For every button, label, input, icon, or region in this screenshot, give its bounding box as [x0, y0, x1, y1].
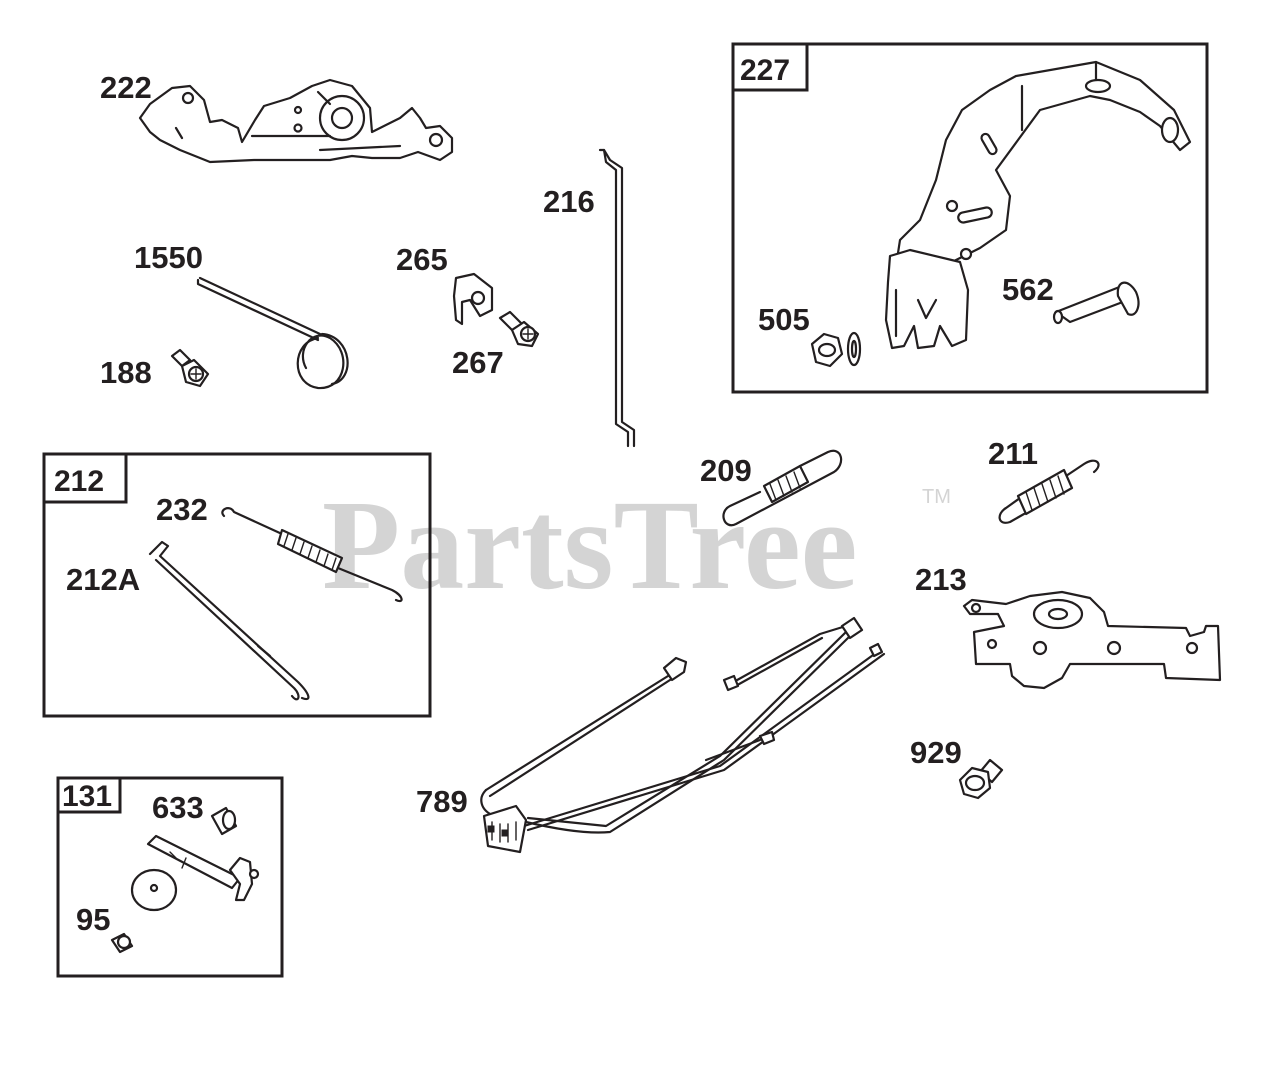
callout-212a: 212A: [66, 562, 140, 597]
callout-789: 789: [416, 784, 468, 819]
box-212-label: 212: [54, 465, 104, 498]
part-227-throttle-bracket[interactable]: [884, 60, 1192, 350]
box-131: 131: [56, 776, 284, 978]
callout-633: 633: [152, 790, 204, 825]
part-505-nut-washer[interactable]: [810, 331, 862, 368]
callout-267: 267: [452, 345, 504, 380]
part-131-choke-shaft[interactable]: [130, 834, 260, 912]
callout-211: 211: [988, 436, 1038, 471]
part-789-wire-harness[interactable]: [480, 616, 886, 854]
box-212: 212: [42, 452, 432, 718]
watermark-text: PartsTree: [322, 474, 857, 616]
part-188-screw[interactable]: [170, 348, 210, 388]
callout-188: 188: [100, 355, 152, 390]
callout-1550: 1550: [134, 240, 203, 275]
callout-232: 232: [156, 492, 208, 527]
callout-265: 265: [396, 242, 448, 277]
watermark: PartsTree TM: [322, 474, 951, 616]
part-216-rod[interactable]: [598, 148, 636, 448]
part-213-pulley-bracket[interactable]: [962, 590, 1222, 690]
box-227: 227: [731, 42, 1209, 394]
part-95-screw[interactable]: [110, 932, 134, 954]
callout-562: 562: [1002, 272, 1054, 307]
callout-216: 216: [543, 184, 595, 219]
box-131-label: 131: [62, 780, 112, 813]
callout-209: 209: [700, 453, 752, 488]
part-265-clip[interactable]: [452, 272, 494, 326]
part-1550-spring-link[interactable]: [196, 276, 349, 390]
callout-95: 95: [76, 902, 110, 937]
part-211-spring[interactable]: [998, 459, 1100, 524]
callout-213: 213: [915, 562, 967, 597]
part-232-spring[interactable]: [221, 507, 403, 603]
part-267-screw[interactable]: [498, 310, 540, 348]
callout-222: 222: [100, 70, 152, 105]
part-209-spring[interactable]: [722, 449, 843, 527]
callout-929: 929: [910, 735, 962, 770]
part-222-control-bracket[interactable]: [138, 78, 454, 164]
callout-505: 505: [758, 302, 810, 337]
part-633-bushing[interactable]: [210, 806, 238, 836]
part-562-bolt[interactable]: [1052, 281, 1140, 325]
watermark-trademark: TM: [922, 486, 951, 508]
part-212a-rod[interactable]: [148, 540, 310, 701]
part-929-bolt[interactable]: [958, 758, 1004, 800]
box-227-label: 227: [740, 54, 790, 87]
